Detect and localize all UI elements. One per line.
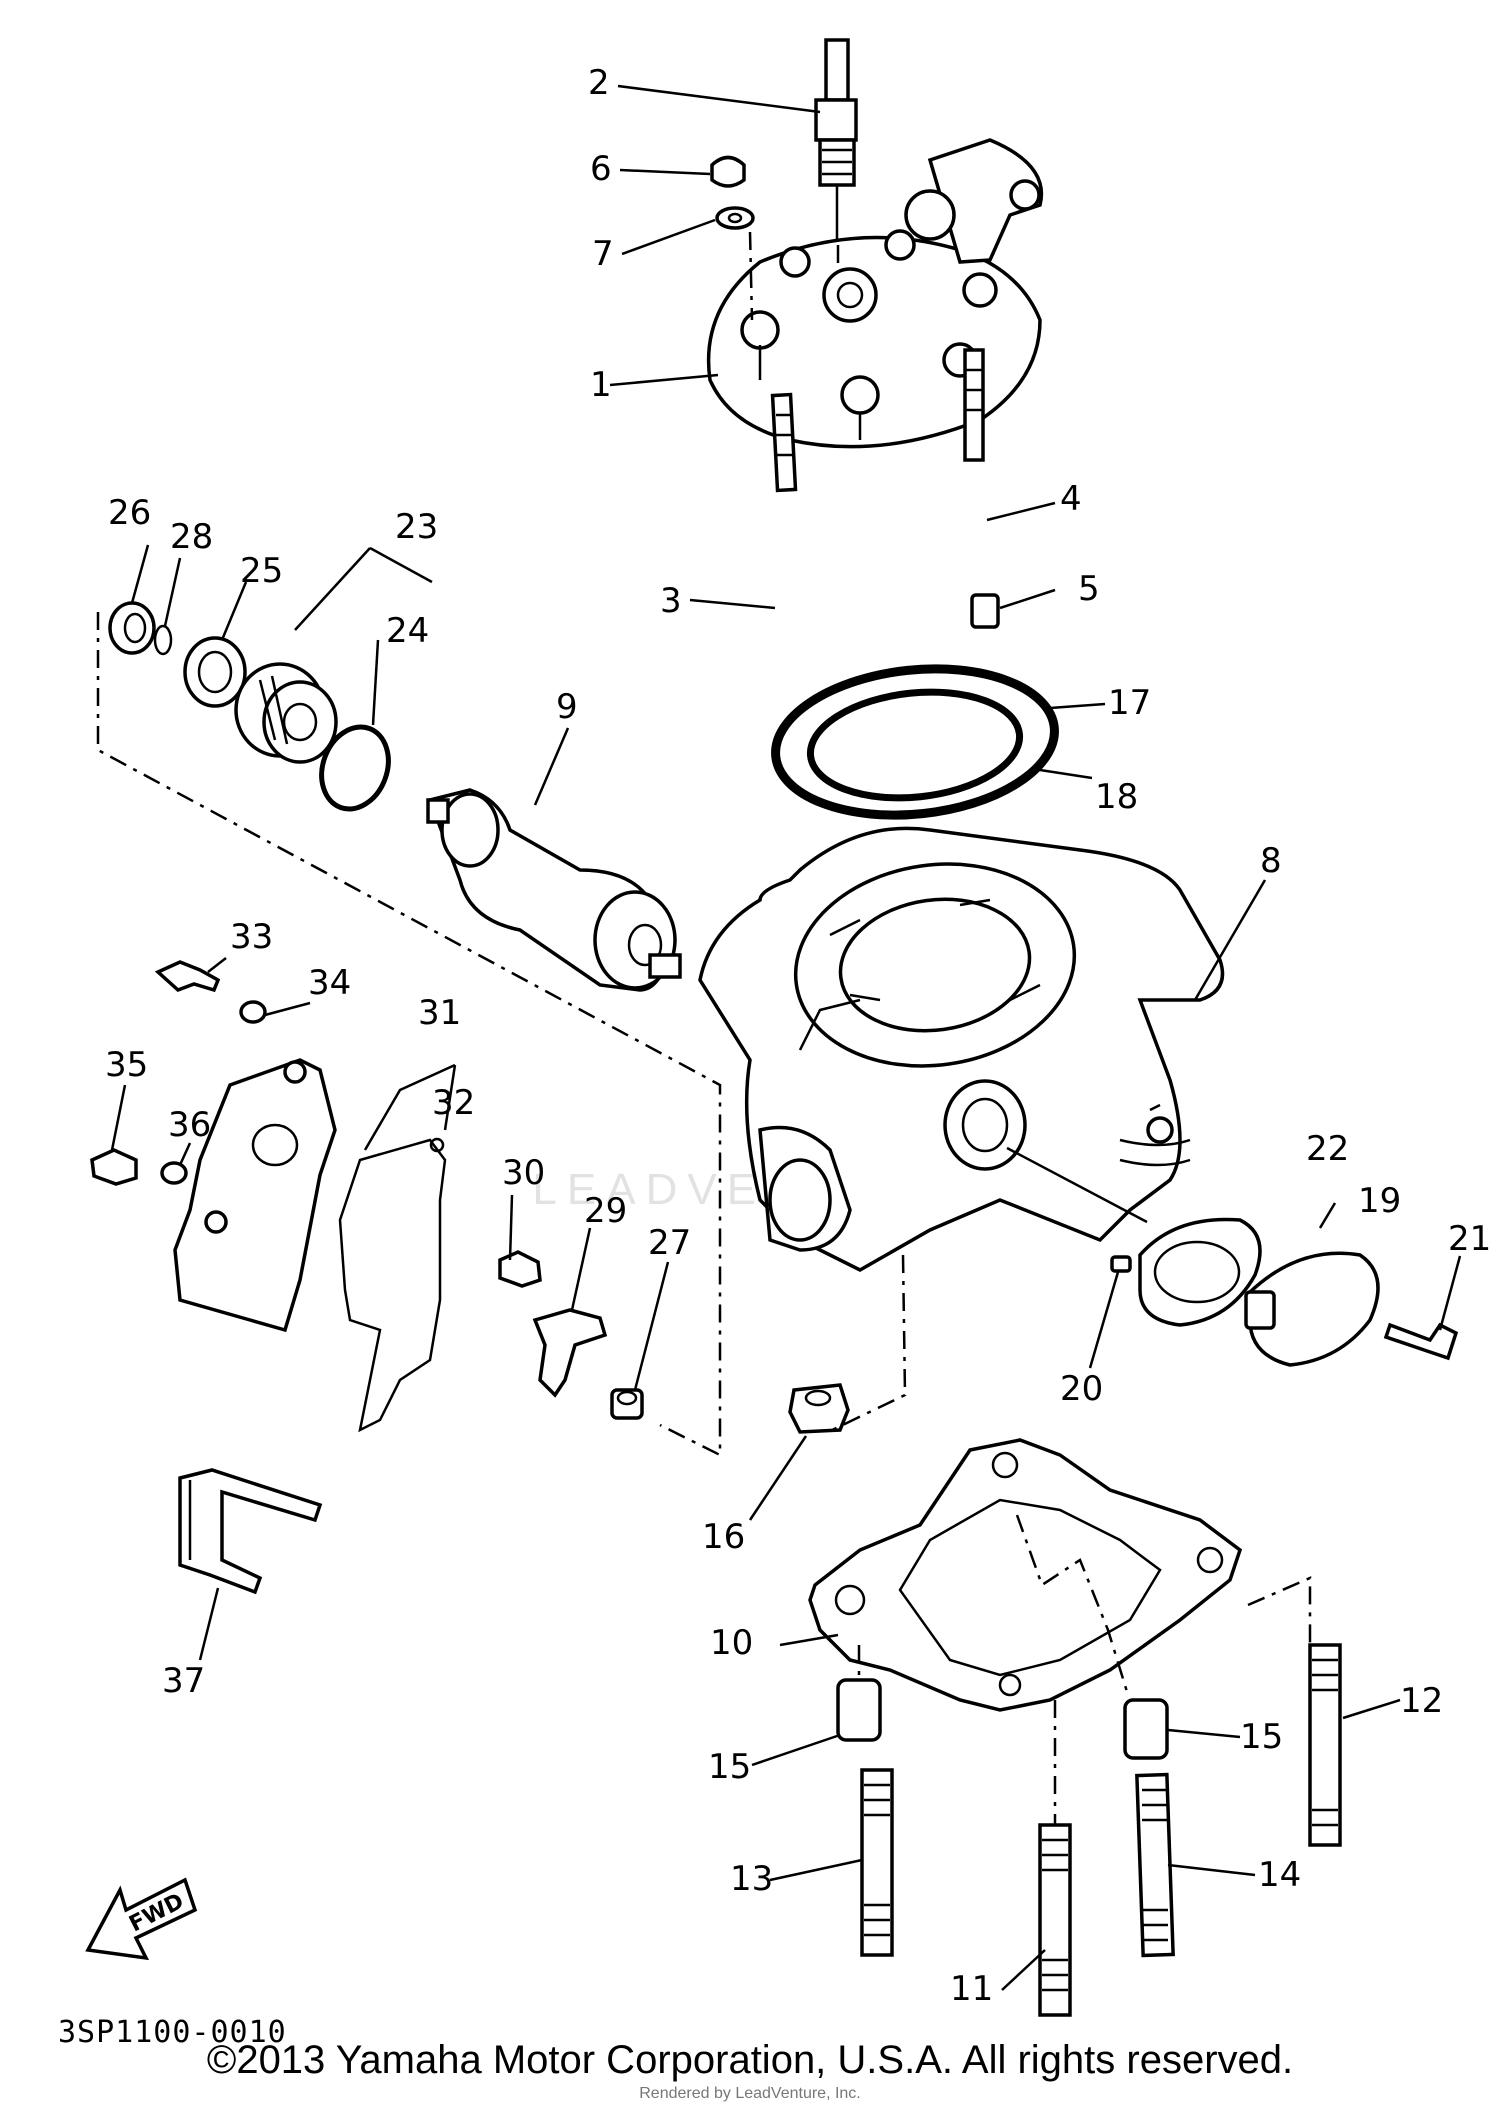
callout-5: 5: [1078, 569, 1100, 609]
water-pump-gasket[interactable]: [338, 1137, 447, 1433]
callout-4: 4: [1060, 479, 1082, 519]
head-gasket-outer[interactable]: [768, 656, 1062, 828]
stud-3[interactable]: [770, 392, 798, 493]
callout-30: 30: [502, 1153, 545, 1193]
callout-28: 28: [170, 517, 213, 557]
oil-seal[interactable]: [183, 636, 247, 708]
exhaust-cover[interactable]: [1244, 1251, 1380, 1367]
callout-21: 21: [1448, 1219, 1491, 1259]
washer-34[interactable]: [239, 1000, 267, 1024]
valve-pulley[interactable]: [234, 662, 338, 764]
callout-18: 18: [1095, 777, 1138, 817]
callout-31: 31: [418, 993, 461, 1033]
callout-35: 35: [105, 1045, 148, 1085]
dowel-15b[interactable]: [1123, 1698, 1169, 1760]
fwd-arrow-icon: FWD: [85, 1877, 198, 1961]
dowel-pin-20[interactable]: [1110, 1255, 1132, 1273]
cylinder-head[interactable]: [706, 138, 1044, 449]
callout-15a: 15: [708, 1747, 751, 1787]
callout-1: 1: [590, 365, 612, 405]
washer-36[interactable]: [160, 1161, 188, 1185]
stud-13[interactable]: [860, 1768, 894, 1957]
callout-23: 23: [395, 507, 438, 547]
nut-16[interactable]: [788, 1383, 850, 1434]
base-gasket[interactable]: [808, 1438, 1243, 1712]
spark-plug[interactable]: [814, 38, 858, 270]
stud-11[interactable]: [1038, 1823, 1072, 2017]
callout-36: 36: [168, 1105, 211, 1145]
cap-nut[interactable]: [710, 155, 746, 188]
callout-16: 16: [702, 1517, 745, 1557]
callout-24: 24: [386, 611, 429, 651]
dowel-15a[interactable]: [836, 1678, 882, 1742]
callout-29: 29: [584, 1191, 627, 1231]
callout-17: 17: [1108, 683, 1151, 723]
callout-14: 14: [1258, 1855, 1301, 1895]
callout-34: 34: [308, 963, 351, 1003]
dowel-nut[interactable]: [970, 593, 1000, 629]
callout-3: 3: [660, 581, 682, 621]
gasket-22[interactable]: [1138, 1217, 1262, 1327]
callout-22: 22: [1306, 1129, 1349, 1169]
bolt-33[interactable]: [154, 960, 221, 993]
bolt-35[interactable]: [90, 1148, 138, 1186]
bracket-37[interactable]: [178, 1468, 323, 1595]
callout-25: 25: [240, 551, 283, 591]
circlip[interactable]: [153, 624, 173, 656]
callout-27: 27: [648, 1223, 691, 1263]
callout-8: 8: [1260, 841, 1282, 881]
bracket-29[interactable]: [532, 1308, 608, 1398]
callout-7: 7: [592, 234, 614, 274]
callout-26: 26: [108, 493, 151, 533]
valve-cap[interactable]: [108, 601, 156, 655]
stud-4[interactable]: [963, 348, 985, 462]
stud-12[interactable]: [1308, 1643, 1342, 1847]
callout-32: 32: [432, 1083, 475, 1123]
watermark: Rendered by LeadVenture, Inc.: [639, 2085, 861, 2102]
callout-19: 19: [1358, 1181, 1401, 1221]
power-valve[interactable]: [426, 788, 682, 992]
callout-15b: 15: [1240, 1717, 1283, 1757]
head-gasket-inner[interactable]: [805, 682, 1025, 807]
cylinder[interactable]: [698, 826, 1225, 1272]
callout-20: 20: [1060, 1369, 1103, 1409]
callout-11: 11: [950, 1969, 993, 2009]
callout-33: 33: [230, 917, 273, 957]
copyright-notice: ©2013 Yamaha Motor Corporation, U.S.A. A…: [206, 2038, 1294, 2082]
callout-2: 2: [588, 63, 610, 103]
callout-37: 37: [162, 1661, 205, 1701]
bolt-30[interactable]: [498, 1250, 542, 1288]
callout-12: 12: [1400, 1681, 1443, 1721]
diagram-code: 3SP1100-0010: [58, 2015, 287, 2050]
callout-6: 6: [590, 149, 612, 189]
collar-27[interactable]: [610, 1388, 644, 1420]
washer[interactable]: [715, 206, 755, 230]
callout-13: 13: [730, 1859, 773, 1899]
water-pump-housing[interactable]: [173, 1058, 337, 1333]
o-ring[interactable]: [311, 718, 400, 819]
callout-9: 9: [556, 687, 578, 727]
stud-14[interactable]: [1135, 1772, 1175, 1958]
bolt-21[interactable]: [1383, 1322, 1459, 1361]
callout-10: 10: [710, 1623, 753, 1663]
